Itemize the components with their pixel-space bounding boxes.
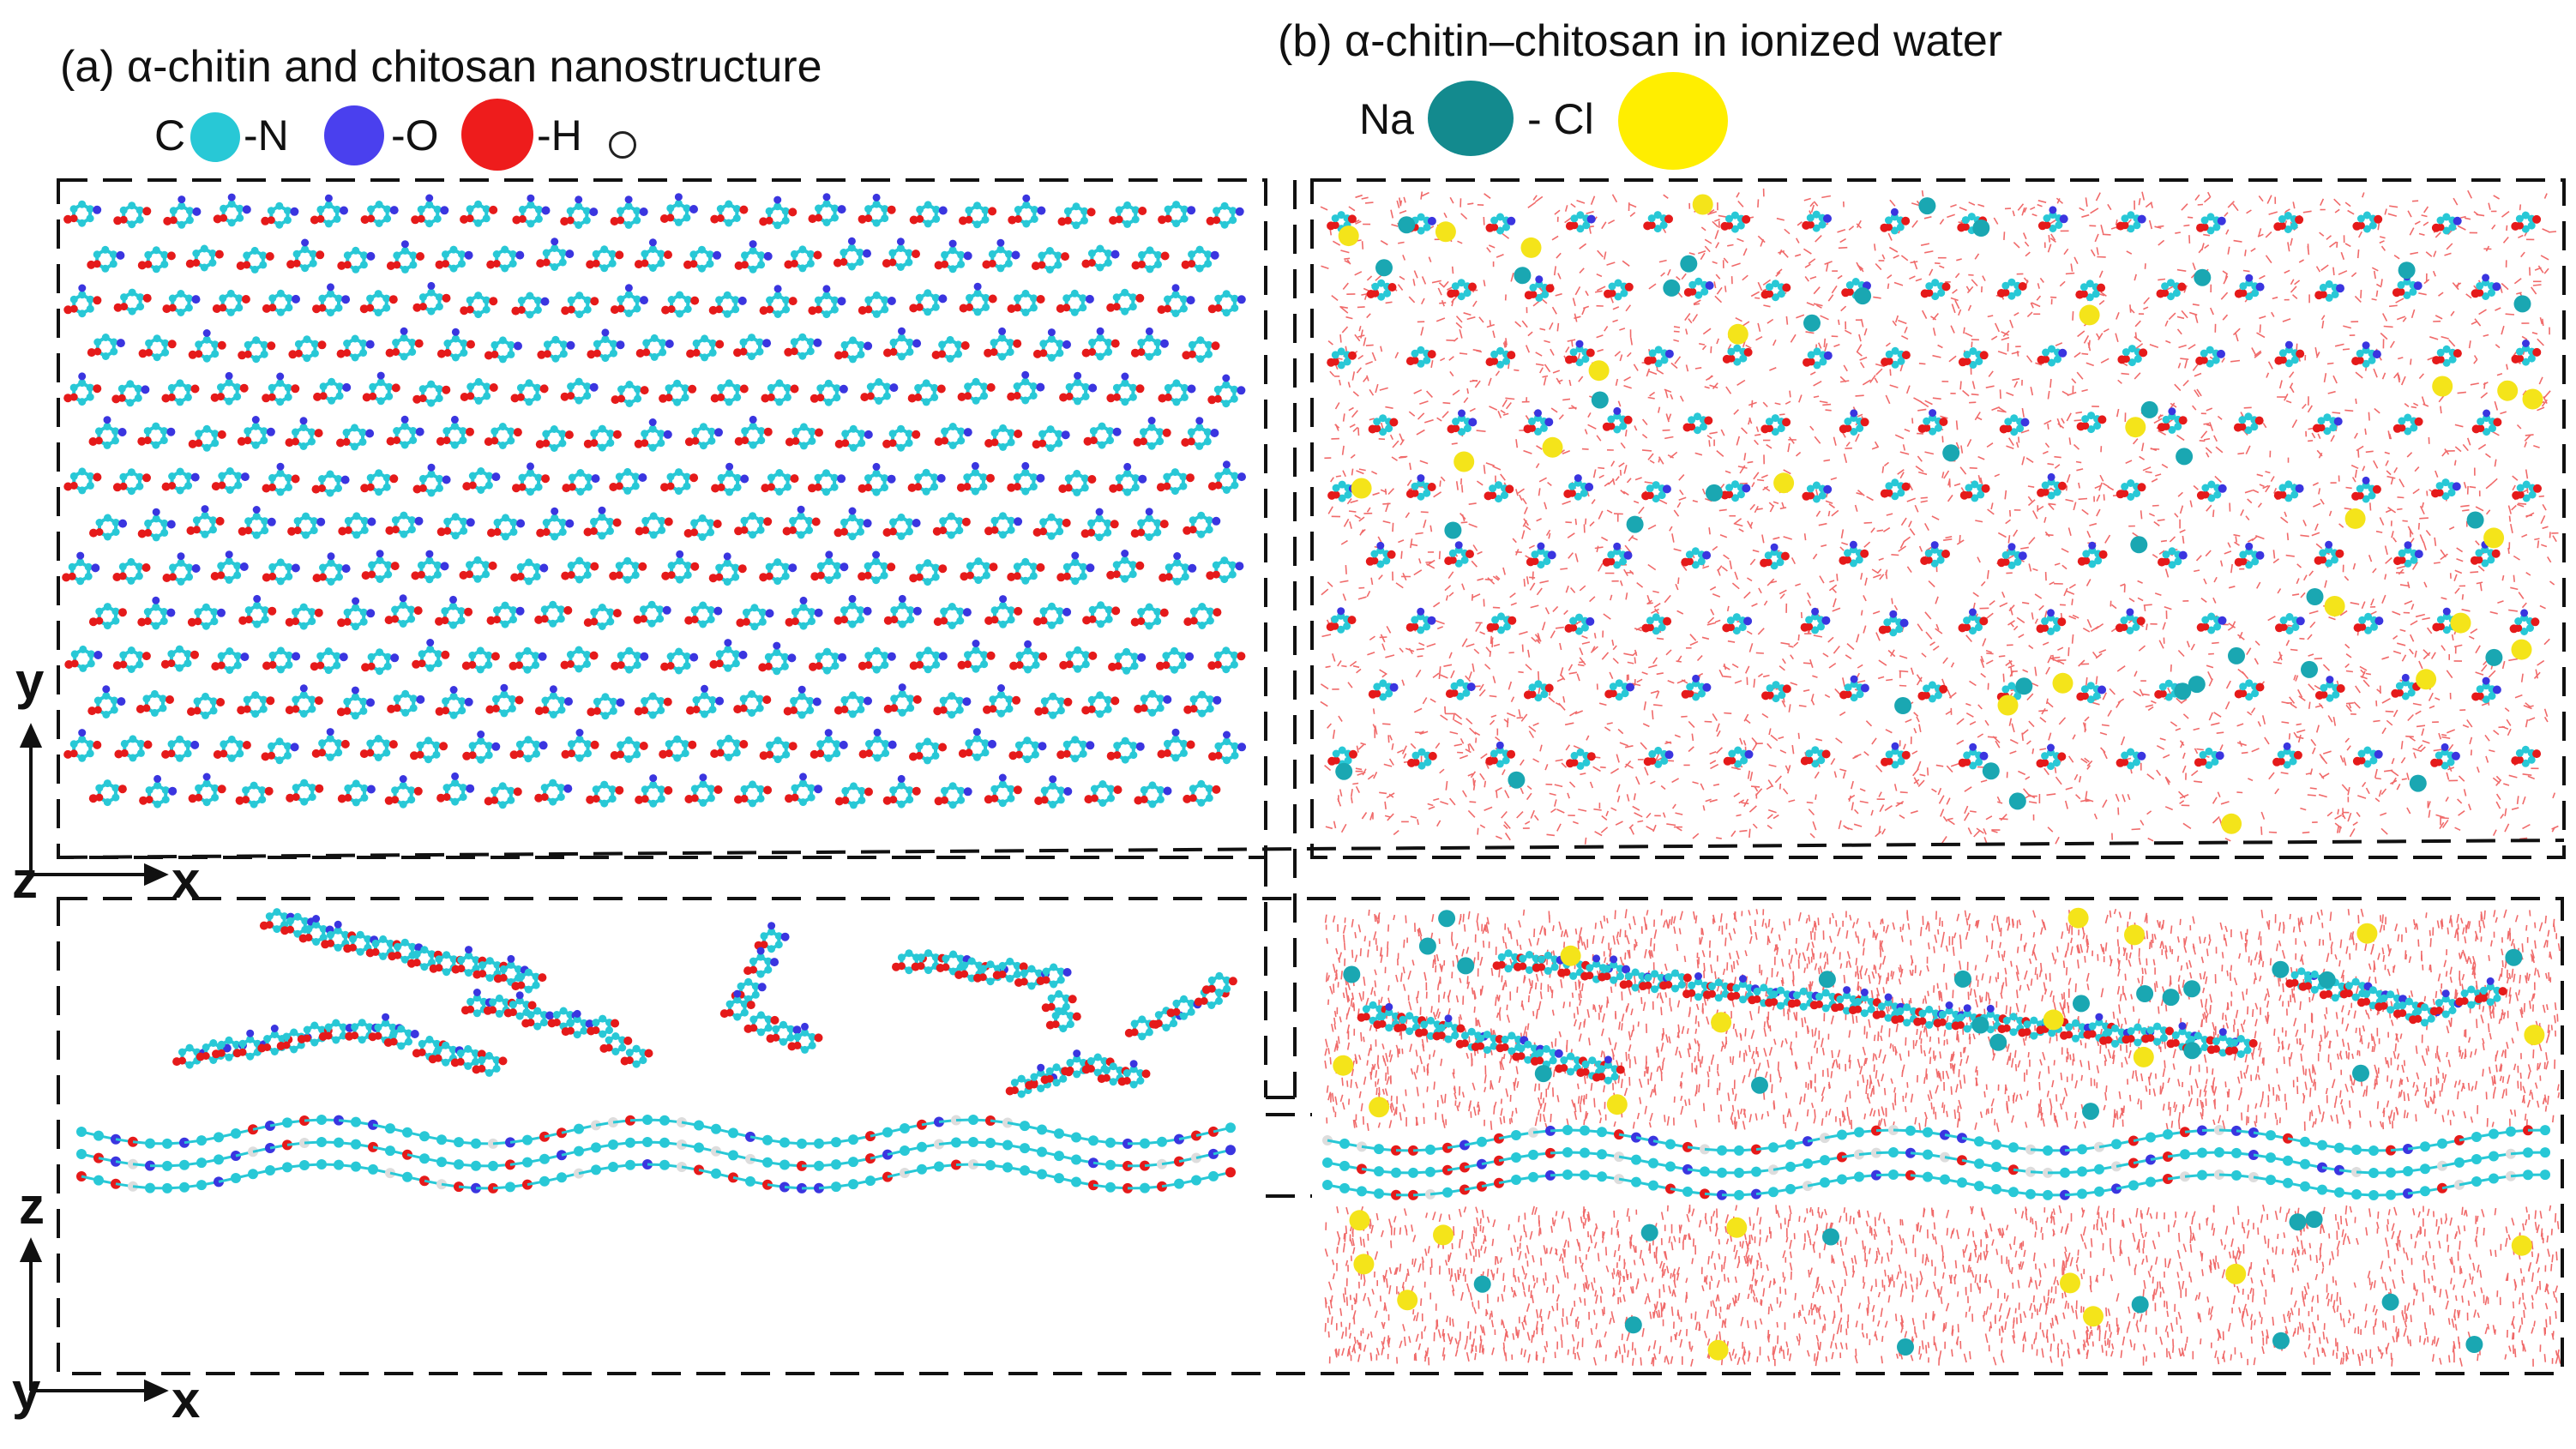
frame-a-top xyxy=(57,178,1267,859)
legend-carbon-label: C xyxy=(154,111,185,160)
legend-sodium-label: Na xyxy=(1359,94,1414,144)
axis-x-label-bottom: x xyxy=(172,1370,200,1429)
legend-oxygen-label: -O xyxy=(391,111,439,160)
chitosan-chains-side-a xyxy=(76,908,1237,1193)
panel-b-legend: Na - Cl xyxy=(1359,72,1736,171)
frame-bottom-outer xyxy=(57,897,2564,1375)
oxygen-atom-icon xyxy=(461,99,533,171)
panel-b-title: (b) α-chitin–chitosan in ionized water xyxy=(1278,15,2002,67)
carbon-atom-icon xyxy=(190,112,240,162)
axes-bottom-indicator xyxy=(19,1237,169,1403)
hydrogen-atom-icon xyxy=(609,131,636,159)
axes-top-indicator xyxy=(19,723,169,887)
water-region-bottom-upper xyxy=(1324,908,2561,1133)
panel-a-legend: C -N -O -H xyxy=(154,90,686,171)
chloride-ion-icon xyxy=(1618,72,1728,170)
legend-nitrogen-label: -N xyxy=(244,111,289,160)
axis-z-label-top: z xyxy=(12,851,38,910)
axis-z-label-bottom: z xyxy=(19,1176,45,1236)
ions-b xyxy=(1333,194,2545,1361)
chitin-lattice-top-a xyxy=(62,193,1247,809)
simulation-box-frames xyxy=(57,178,2566,1375)
chitin-lattice-top-b xyxy=(1326,206,2542,771)
axis-y-label-top: y xyxy=(15,652,44,711)
nitrogen-atom-icon xyxy=(324,105,384,165)
panel-a-title: (a) α-chitin and chitosan nanostructure xyxy=(60,41,822,93)
axis-y-label-bottom: y xyxy=(12,1362,40,1421)
frame-b-top xyxy=(1310,178,2566,859)
water-region-bottom-lower xyxy=(1324,1204,2561,1367)
axis-x-label-top: x xyxy=(172,851,200,910)
legend-chloride-label: - Cl xyxy=(1527,94,1594,144)
sodium-ion-icon xyxy=(1428,81,1514,156)
water-region-top xyxy=(1320,188,2559,845)
legend-hydrogen-label: -H xyxy=(537,111,582,160)
